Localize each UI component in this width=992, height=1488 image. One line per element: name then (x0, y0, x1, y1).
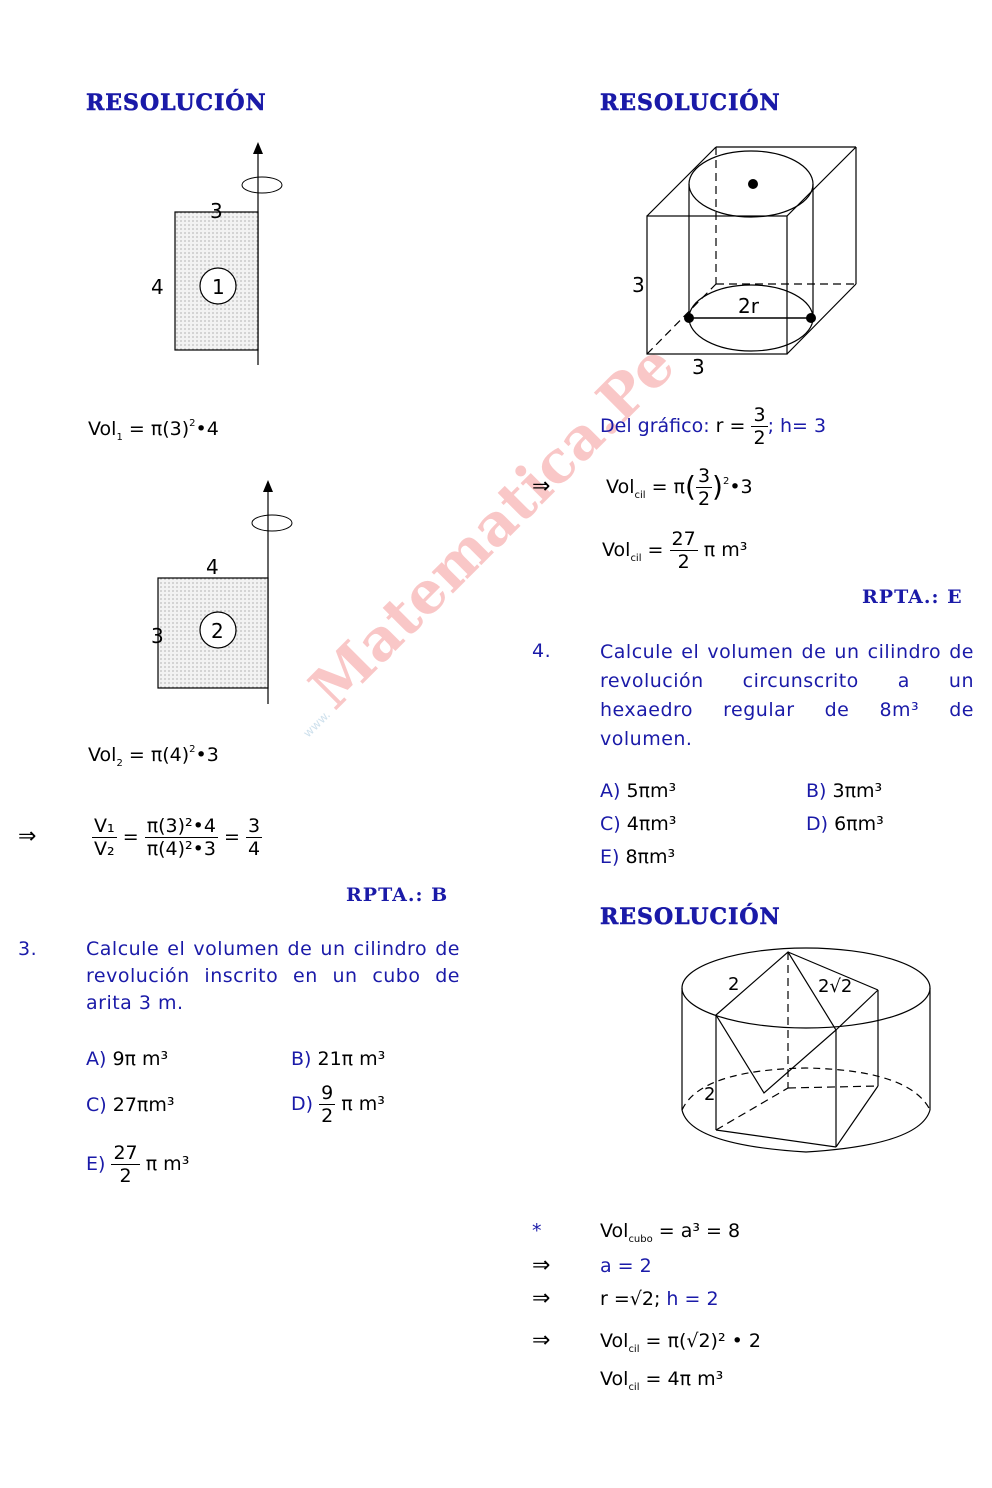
edge-side-label: 3 (632, 273, 645, 297)
diameter-label: 2r (738, 294, 760, 318)
left-dot (684, 313, 694, 323)
step-4: ⇒Volcil = π(√2)² • 2 (532, 1328, 761, 1355)
implies-arrow: ⇒ (18, 824, 37, 849)
edge-bottom-label: 3 (692, 355, 705, 379)
region-label: 2 (211, 619, 224, 643)
q4-text: Calcule el volumen de un cilindro de rev… (600, 641, 974, 750)
q3-number: 3. (18, 938, 38, 960)
axis-arrow-icon (263, 480, 273, 492)
side-dimension: 3 (151, 624, 164, 648)
cube-cylinder-figure: 2r 3 3 (632, 146, 857, 379)
step-5: Volcil = 4π m³ (600, 1368, 724, 1393)
q3-option-a[interactable]: A) 9π m³ (86, 1048, 169, 1070)
region-circle (199, 267, 237, 305)
rotation-figure-1: 1 3 4 (151, 142, 283, 365)
top-edge-label: 2 (728, 974, 739, 995)
q4-number: 4. (532, 640, 552, 662)
vol1-formula: Vol1 = π(3)2•4 (88, 418, 219, 443)
left-answer: RPTA.: B (346, 884, 449, 906)
right-heading-2: RESOLUCIÓN (600, 904, 781, 931)
step-2: ⇒a = 2 (532, 1253, 652, 1278)
vol2-formula: Vol2 = π(4)2•3 (88, 744, 219, 769)
cylinder-cube-figure: 2 2√2 2 (681, 947, 931, 1153)
top-center-dot (748, 179, 758, 189)
q4-option-d[interactable]: D) 6πm³ (806, 813, 884, 835)
rotation-icon (241, 176, 283, 194)
region-label: 1 (212, 275, 225, 299)
diagonal-label: 2√2 (818, 976, 852, 997)
q4-option-b[interactable]: B) 3πm³ (806, 780, 883, 802)
cube-front-face (646, 215, 788, 355)
q3-option-c[interactable]: C) 27πm³ (86, 1094, 175, 1116)
step-3: ⇒r =√2; h = 2 (532, 1286, 719, 1311)
rotation-figure-2: 2 4 3 (151, 480, 293, 704)
left-heading: RESOLUCIÓN (86, 90, 267, 117)
region-circle (199, 611, 237, 649)
right-dot (806, 313, 816, 323)
q3-option-b[interactable]: B) 21π m³ (291, 1048, 386, 1070)
side-edge-label: 2 (704, 1084, 715, 1105)
q4-option-a[interactable]: A) 5πm³ (600, 780, 677, 802)
watermark-small: www. (300, 707, 334, 741)
top-dimension: 4 (206, 555, 219, 579)
cylinder-bottom-front (681, 1109, 931, 1153)
side-dimension: 4 (151, 275, 164, 299)
step-1: *Volcubo = a³ = 8 (532, 1220, 741, 1245)
rotation-icon (251, 514, 293, 532)
top-dimension: 3 (210, 199, 223, 223)
right-answer: RPTA.: E (862, 586, 963, 608)
q4-option-c[interactable]: C) 4πm³ (600, 813, 677, 835)
q4-option-e[interactable]: E) 8πm³ (600, 846, 676, 868)
q3-text: Calcule el volumen de un cilindro de rev… (86, 938, 460, 1014)
right-heading-1: RESOLUCIÓN (600, 90, 781, 117)
axis-arrow-icon (253, 142, 263, 154)
